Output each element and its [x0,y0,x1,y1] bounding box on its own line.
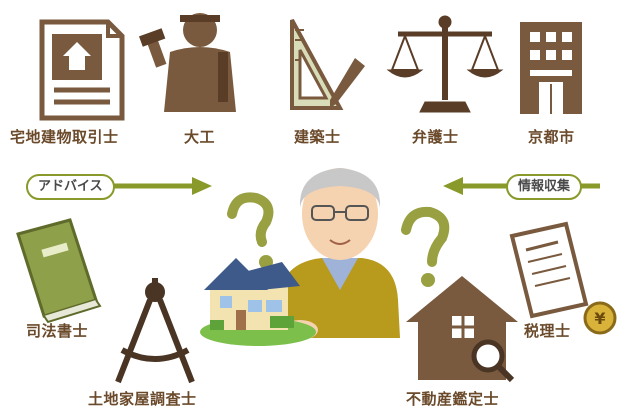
label-realtor: 宅地建物取引士 [10,128,119,146]
label-city: 京都市 [528,128,575,146]
scales-icon [386,15,504,113]
house-model-icon [200,258,316,346]
label-surveyor: 土地家屋調査士 [88,390,197,408]
question-mark-right [401,206,450,287]
advice-pill: アドバイス [26,174,115,200]
label-lawyer: 弁護士 [412,128,459,146]
carpenter-icon [139,13,236,112]
label-scrivener: 司法書士 [26,322,89,340]
tax-form-yen-icon: ¥ [509,221,617,335]
svg-text:¥: ¥ [594,309,605,328]
label-appraiser: 不動産鑑定士 [406,390,500,408]
ruler-pencil-icon [290,19,365,110]
label-architect: 建築士 [294,128,341,146]
book-icon [16,218,102,324]
info-collection-pill: 情報収集 [506,174,583,200]
house-magnifier-icon [406,276,518,383]
building-icon [520,22,582,114]
question-mark-left [227,192,274,269]
label-tax-accountant: 税理士 [524,322,571,340]
label-carpenter: 大工 [184,128,216,146]
document-house-icon [39,19,125,121]
compass-icon [115,278,195,384]
elderly-man-figure [278,168,400,340]
